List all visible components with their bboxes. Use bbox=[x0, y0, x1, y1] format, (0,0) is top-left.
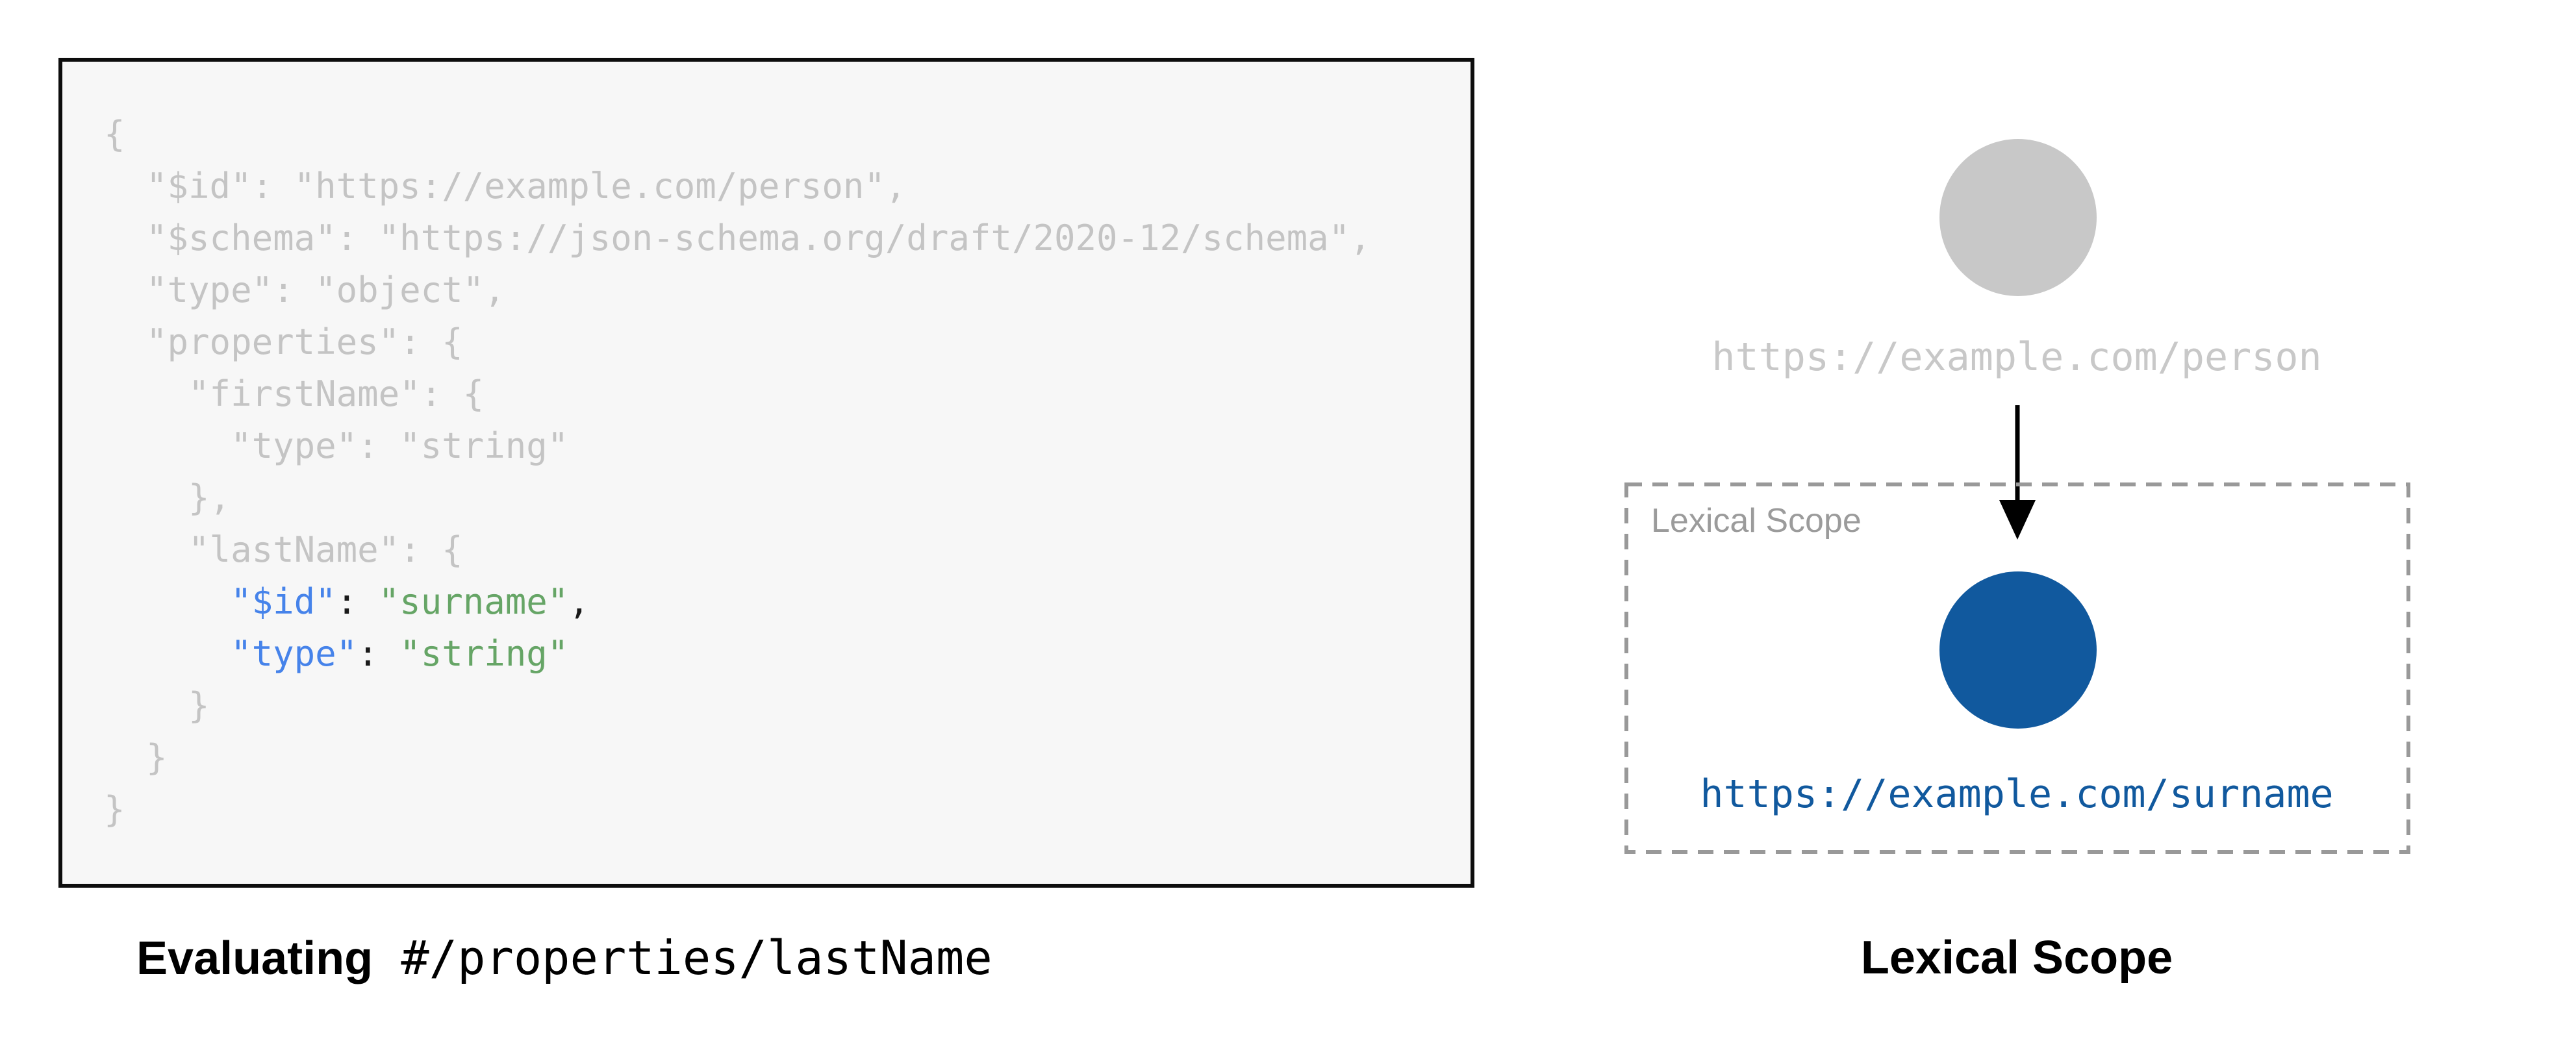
code-line: "properties": { bbox=[104, 321, 463, 362]
code-line: "$id": "surname", bbox=[231, 581, 590, 622]
caption-evaluating-label: Evaluating bbox=[136, 933, 373, 984]
person-uri-label: https://example.com/person bbox=[1711, 334, 2322, 380]
code-line: "type": "string" bbox=[231, 633, 569, 674]
code-line: { bbox=[104, 114, 125, 155]
code-line: } bbox=[104, 789, 125, 830]
lexical-scope-dashed-box bbox=[1624, 482, 2410, 854]
code-line: } bbox=[104, 685, 210, 726]
code-line: "firstName": { bbox=[104, 373, 485, 414]
person-schema-node bbox=[1939, 139, 2097, 296]
code-line: "type": "object", bbox=[104, 269, 505, 310]
code-line: "$id": "https://example.com/person", bbox=[104, 166, 907, 207]
code-line: "lastName": { bbox=[104, 529, 463, 570]
caption-json-pointer: #/properties/lastName bbox=[373, 931, 992, 985]
code-line: }, bbox=[104, 477, 231, 518]
surname-schema-node bbox=[1939, 571, 2097, 729]
down-arrow-icon bbox=[1999, 405, 2036, 540]
surname-uri-label: https://example.com/surname bbox=[1700, 771, 2334, 817]
left-figure-caption: Evaluating #/properties/lastName bbox=[136, 932, 992, 984]
code-line: "type": "string" bbox=[104, 425, 569, 466]
scope-box-label: Lexical Scope bbox=[1651, 502, 1862, 540]
code-line: "$schema": "https://json-schema.org/draf… bbox=[104, 218, 1371, 258]
code-line: } bbox=[104, 737, 168, 778]
right-figure-caption: Lexical Scope bbox=[1860, 932, 2173, 984]
schema-code-box: { "$id": "https://example.com/person", "… bbox=[58, 58, 1474, 888]
code-block: { "$id": "https://example.com/person", "… bbox=[104, 108, 1371, 836]
